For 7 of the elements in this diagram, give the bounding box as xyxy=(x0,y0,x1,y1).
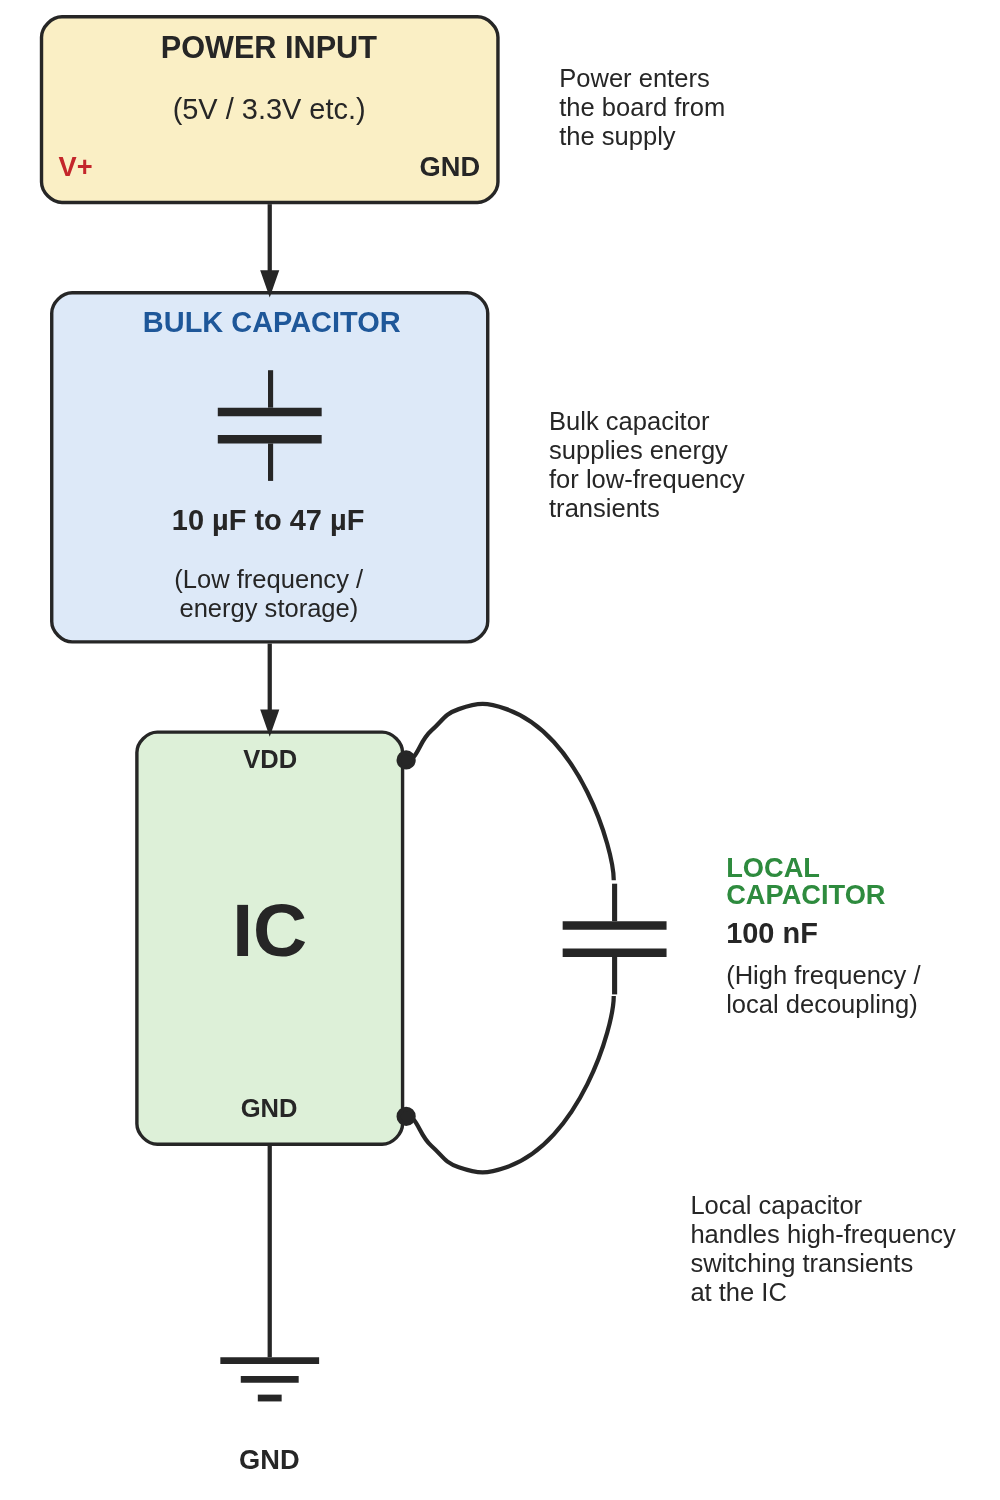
node-label: LOCAL CAPACITOR xyxy=(725,851,886,910)
node-label: Bulk capacitor supplies energy for low-frequency transients xyxy=(548,406,745,522)
node-label: Power enters the board from the supply xyxy=(558,64,725,151)
node-label: GND xyxy=(238,1444,300,1476)
label: Local capacitor handles high-frequency switching transients at the IC xyxy=(689,1191,956,1306)
node-label: 100 nF xyxy=(725,916,818,949)
node-label: (High frequency / local decoupling) xyxy=(725,961,921,1019)
